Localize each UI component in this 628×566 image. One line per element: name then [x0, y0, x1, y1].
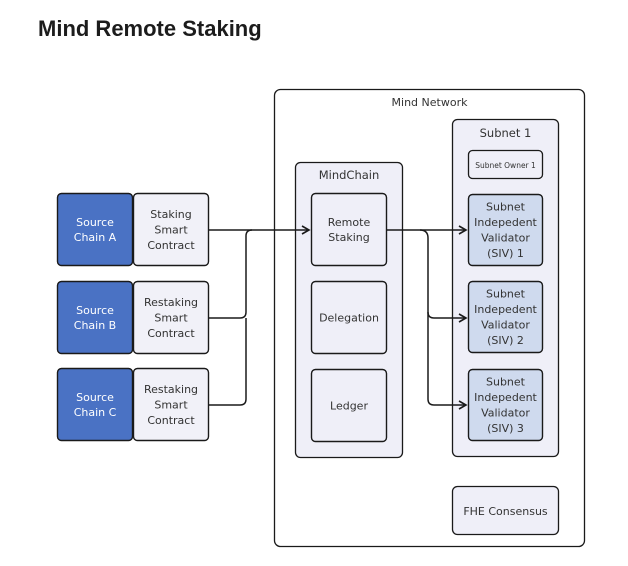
siv-3-text-line: Subnet: [486, 376, 526, 389]
fhe-consensus-box: FHE Consensus: [451, 485, 560, 536]
source-chain-c-text-line: Chain C: [74, 406, 117, 419]
siv-3-text-line: Validator: [481, 407, 530, 420]
siv-1-text-line: Indepedent: [474, 216, 537, 229]
smart-contract-a-text-line: Contract: [147, 239, 195, 252]
mindchain-module-1-text-line: Staking: [328, 231, 369, 244]
source-chain-c-text-line: Source: [76, 391, 114, 404]
siv-2-text-line: (SIV) 2: [487, 334, 524, 347]
siv-1-text-line: Subnet: [486, 201, 526, 214]
connector-siv-3: [427, 312, 468, 410]
smart-contract-b-text-line: Smart: [154, 311, 188, 324]
subnet-label: Subnet 1: [480, 126, 532, 140]
connectors: [209, 225, 468, 410]
smart-contract-c-text-line: Smart: [154, 398, 188, 411]
siv-1-text-line: (SIV) 1: [487, 247, 524, 260]
smart-contract-a-text-line: Staking: [150, 208, 191, 221]
siv-3-text-line: Indepedent: [474, 391, 537, 404]
mindchain-module-2-text-line: Delegation: [319, 311, 379, 324]
mindchain-module-3: Ledger: [310, 368, 388, 443]
connector-source-b: [209, 229, 253, 319]
siv-1-text-line: Validator: [481, 232, 530, 245]
smart-contract-c-text-line: Contract: [147, 414, 195, 427]
smart-contract-a-text-line: Smart: [154, 223, 188, 236]
siv-2-text-line: Indepedent: [474, 303, 537, 316]
source-chain-a-text-line: Chain A: [74, 231, 117, 244]
page-title: Mind Remote Staking: [38, 16, 262, 41]
siv-2-text-line: Validator: [481, 319, 530, 332]
mindchain-module-1-text-line: Remote: [328, 216, 371, 229]
source-chain-b-text-line: Chain B: [74, 319, 116, 332]
mindchain-label: MindChain: [319, 168, 380, 182]
mindchain-module-2: Delegation: [310, 280, 388, 355]
smart-contract-c-text-line: Restaking: [144, 383, 198, 396]
subnet-owner-box: [467, 149, 544, 180]
fhe-consensus-label: FHE Consensus: [463, 505, 548, 518]
subnet-owner-label: Subnet Owner 1: [475, 161, 536, 170]
connector-source-c: [209, 318, 247, 406]
source-chain-a-text-line: Source: [76, 216, 114, 229]
siv-3-text-line: (SIV) 3: [487, 422, 524, 435]
mind-network-label: Mind Network: [392, 96, 469, 109]
mindchain-module-3-text-line: Ledger: [330, 399, 368, 412]
source-chain-b-text-line: Source: [76, 304, 114, 317]
smart-contract-b-text-line: Contract: [147, 327, 195, 340]
smart-contract-b-text-line: Restaking: [144, 296, 198, 309]
siv-2-text-line: Subnet: [486, 288, 526, 301]
